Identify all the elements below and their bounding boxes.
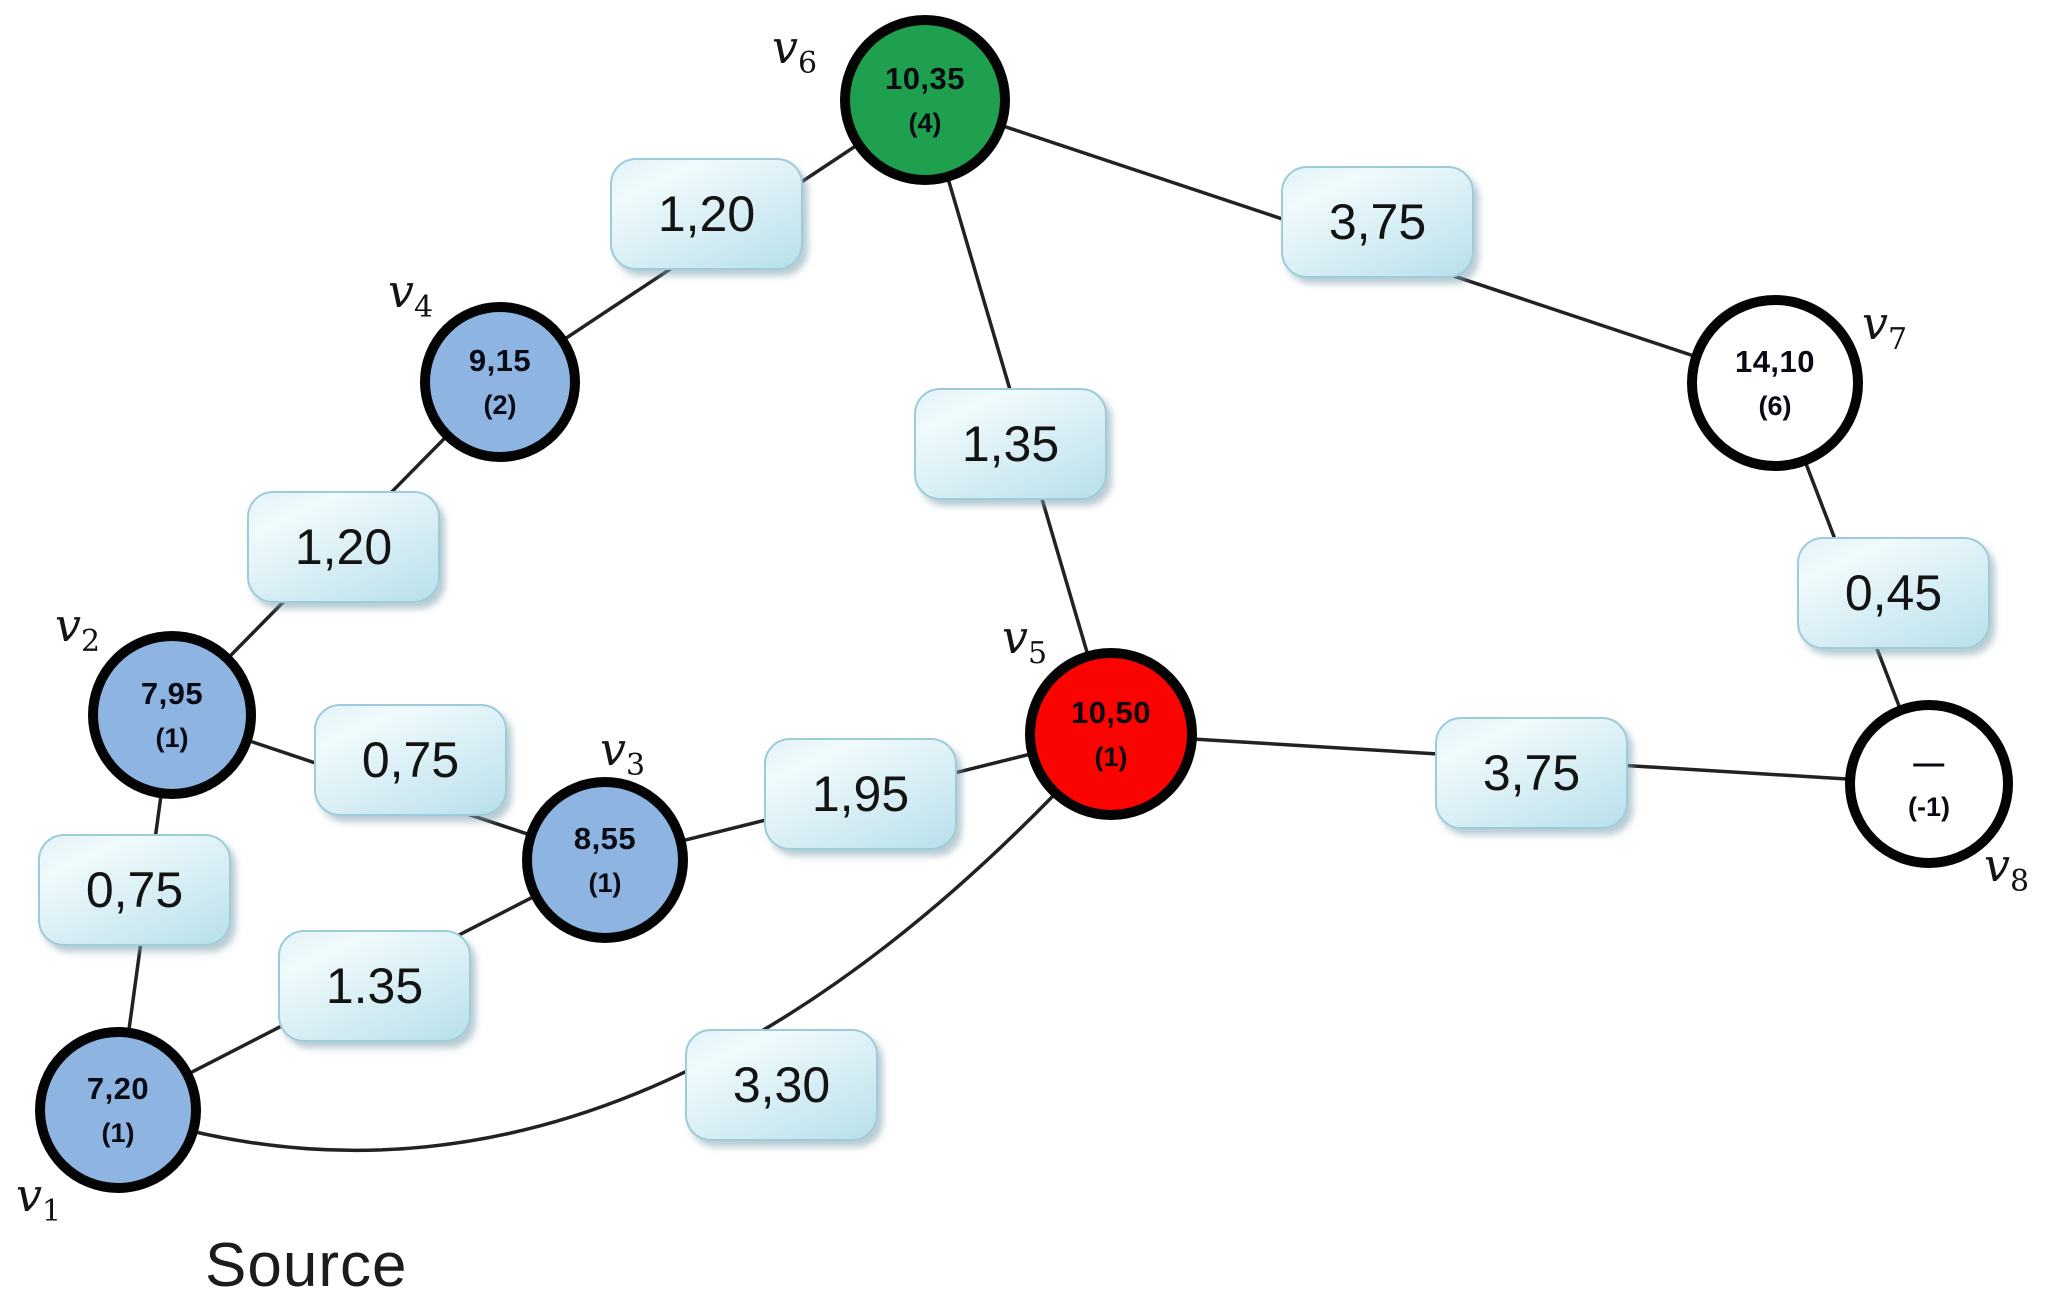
edge-weight-v1-v5: 3,30 (685, 1029, 878, 1141)
edge-weight-v6-v7: 3,75 (1281, 166, 1474, 278)
node-label-letter: v (16, 1168, 42, 1222)
node-label-subscript: 6 (798, 46, 818, 82)
node-label-v3: v3 (600, 726, 645, 781)
node-v1: 7,20 (1) (35, 1027, 201, 1193)
node-label-subscript: 1 (42, 1194, 62, 1230)
node-v3: 8,55 (1) (522, 777, 688, 943)
node-value: 14,10 (1734, 344, 1816, 379)
node-iteration: (1) (155, 723, 189, 753)
edge-weight-v5-v8: 3,75 (1435, 717, 1628, 829)
edge-weight-text: 1,20 (657, 186, 756, 242)
edge-weight-text: 3,75 (1328, 194, 1427, 250)
node-v4: 9,15 (2) (420, 302, 580, 462)
node-value: 7,95 (140, 676, 204, 711)
node-label-letter: v (772, 20, 798, 74)
node-value: — (1913, 745, 1945, 780)
node-label-subscript: 4 (414, 290, 434, 326)
node-label-letter: v (600, 722, 626, 776)
node-value: 7,20 (86, 1071, 150, 1106)
node-label-subscript: 2 (81, 624, 101, 660)
node-v6: 10,35 (4) (840, 15, 1010, 185)
node-label-v6: v6 (772, 24, 817, 79)
edge-weight-v2-v3: 0,75 (314, 704, 507, 816)
node-label-v1: v1 (16, 1172, 61, 1227)
node-v5: 10,50 (1) (1025, 648, 1197, 820)
node-iteration: (6) (1758, 391, 1792, 421)
edge-weight-v4-v6: 1,20 (610, 158, 803, 270)
node-iteration: (1) (101, 1118, 135, 1148)
node-label-letter: v (1862, 296, 1888, 350)
edge-weight-v6-v5: 1,35 (914, 388, 1107, 500)
node-label-subscript: 8 (2010, 864, 2030, 900)
node-label-subscript: 3 (626, 748, 646, 784)
node-iteration: (-1) (1908, 792, 1950, 822)
edge-weight-text: 3,30 (732, 1057, 831, 1113)
edge-weight-text: 1.35 (325, 958, 424, 1014)
node-label-v4: v4 (388, 268, 433, 323)
node-label-v8: v8 (1984, 842, 2029, 897)
node-iteration: (2) (483, 390, 517, 420)
node-value: 9,15 (468, 343, 532, 378)
node-iteration: (1) (588, 868, 622, 898)
node-label-v5: v5 (1002, 614, 1047, 669)
edge-weight-text: 1,35 (961, 416, 1060, 472)
node-value: 8,55 (573, 821, 637, 856)
node-label-v2: v2 (55, 602, 100, 657)
node-v7: 14,10 (6) (1687, 295, 1863, 471)
edge-weight-text: 0,45 (1844, 565, 1943, 621)
node-v8: — (-1) (1845, 700, 2013, 868)
node-label-letter: v (1002, 610, 1028, 664)
node-value: 10,50 (1070, 695, 1152, 730)
edge-weight-v7-v8: 0,45 (1797, 537, 1990, 649)
node-label-v7: v7 (1862, 300, 1907, 355)
edge-weight-text: 3,75 (1482, 745, 1581, 801)
source-label: Source (205, 1231, 408, 1300)
node-label-subscript: 5 (1028, 636, 1048, 672)
node-iteration: (1) (1094, 742, 1128, 772)
node-label-letter: v (388, 264, 414, 318)
node-v2: 7,95 (1) (88, 631, 256, 799)
node-iteration: (4) (908, 108, 942, 138)
edge-weight-text: 0,75 (361, 732, 460, 788)
edge-v1-v5 (117, 732, 1113, 1153)
node-value: 10,35 (884, 61, 966, 96)
node-label-letter: v (1984, 838, 2010, 892)
edge-weight-v2-v4: 1,20 (247, 491, 440, 603)
edge-weight-text: 1,95 (811, 766, 910, 822)
node-label-letter: v (55, 598, 81, 652)
edge-weight-text: 0,75 (85, 862, 184, 918)
edge-weight-v1-v2: 0,75 (38, 834, 231, 946)
edge-weight-text: 1,20 (294, 519, 393, 575)
edge-weight-v1-v3: 1.35 (278, 930, 471, 1042)
node-label-subscript: 7 (1888, 322, 1908, 358)
edge-weight-v3-v5: 1,95 (764, 738, 957, 850)
